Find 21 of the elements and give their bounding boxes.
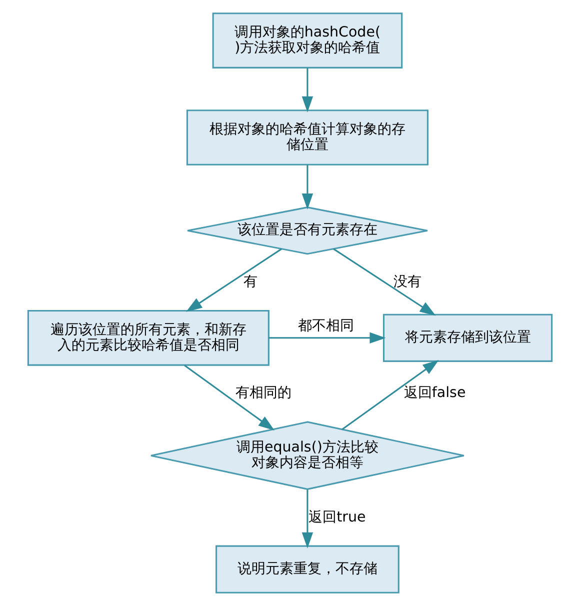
node-box: 遍历该位置的所有元素，和新存入的元素比较哈希值是否相同 [27,310,270,366]
edge-label: 有相同的 [235,385,292,402]
node-diamond: 调用equals()方法比较对象内容是否相等 [150,421,465,490]
node-box: 根据对象的哈希值计算对象的存储位置 [186,110,428,166]
edge-label: 返回false [404,385,466,402]
edge-label: 都不相同 [298,318,354,334]
arrow [342,360,439,430]
node-diamond: 该位置是否有元素存在 [186,206,428,255]
node-box: 调用对象的hashCode()方法获取对象的哈希值 [212,12,403,68]
arrow [184,364,275,430]
arrow [302,490,314,548]
edge-label: 没有 [394,274,422,290]
edge-label: 有 [244,274,258,290]
arrow [186,248,282,312]
node-box: 说明元素重复，不存储 [216,545,400,594]
arrow [268,332,386,344]
arrow [302,164,314,210]
edge-label: 返回true [308,509,366,526]
arrow [333,248,436,316]
arrow [302,68,314,112]
node-box: 将元素存储到该位置 [382,314,553,362]
